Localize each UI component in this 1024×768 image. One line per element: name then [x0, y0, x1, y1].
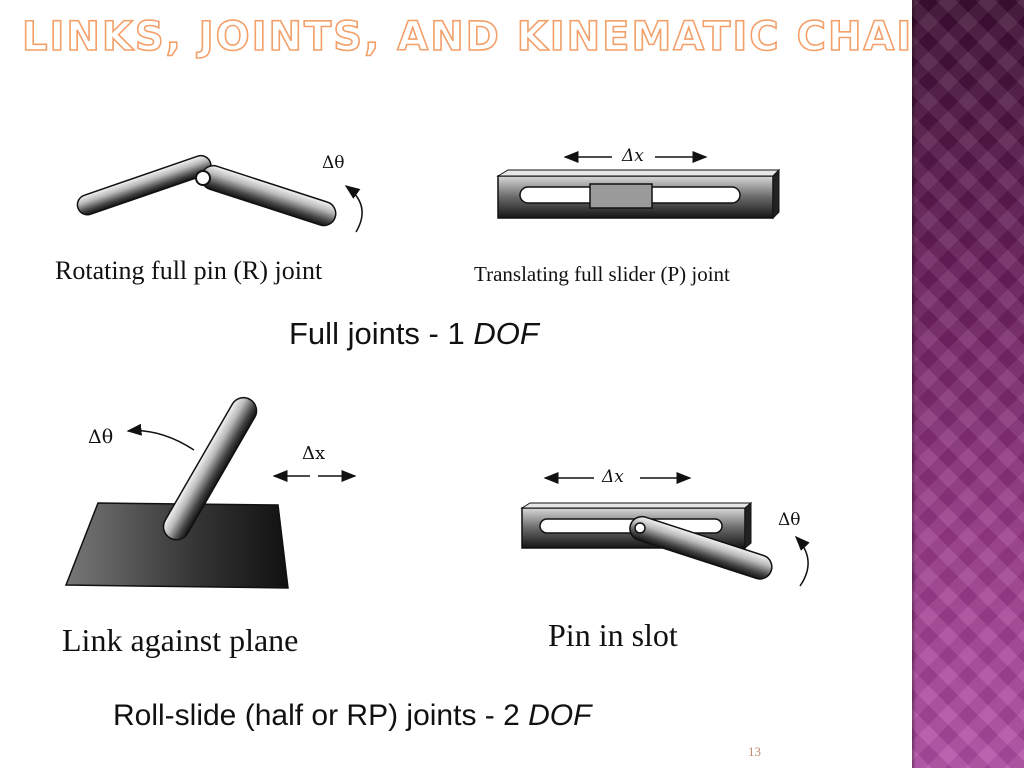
slider-joint-illustration: [496, 151, 781, 220]
pin-in-slot-illustration: [520, 472, 810, 587]
page-number: 13: [748, 744, 761, 759]
delta-theta-label: Δθ: [322, 153, 345, 173]
roll-slide-text: Roll-slide (half or RP) joints - 2: [113, 699, 529, 732]
caption-link-against-plane: Link against plane: [62, 622, 299, 658]
slide-canvas: Links, Joints, and Kinematic Chains: [21, 13, 980, 759]
slide-title: Links, Joints, and Kinematic Chains: [21, 13, 980, 61]
delta-theta-label: Δθ: [88, 426, 114, 448]
delta-theta-label: Δθ: [778, 510, 801, 530]
sidebar-shadow: [912, 0, 916, 768]
delta-x-label: Δx: [302, 443, 326, 464]
link-against-plane-illustration: [64, 396, 357, 589]
delta-x-label: Δx: [622, 146, 644, 166]
delta-x-label: Δx: [602, 467, 624, 487]
caption-slider-joint: Translating full slider (P) joint: [474, 262, 730, 286]
decorative-sidebar: [912, 0, 1024, 768]
roll-slide-label: Roll-slide (half or RP) joints - 2 DOF: [113, 699, 591, 733]
caption-pin-joint: Rotating full pin (R) joint: [55, 256, 323, 285]
caption-pin-in-slot: Pin in slot: [548, 617, 678, 653]
dof-text: DOF: [473, 316, 539, 351]
dof-text: DOF: [528, 699, 592, 732]
full-joints-text: Full joints - 1: [289, 316, 474, 351]
pin-joint-illustration: [76, 154, 363, 233]
joint-figures: [64, 151, 810, 589]
full-joints-label: Full joints - 1 DOF: [289, 316, 539, 352]
